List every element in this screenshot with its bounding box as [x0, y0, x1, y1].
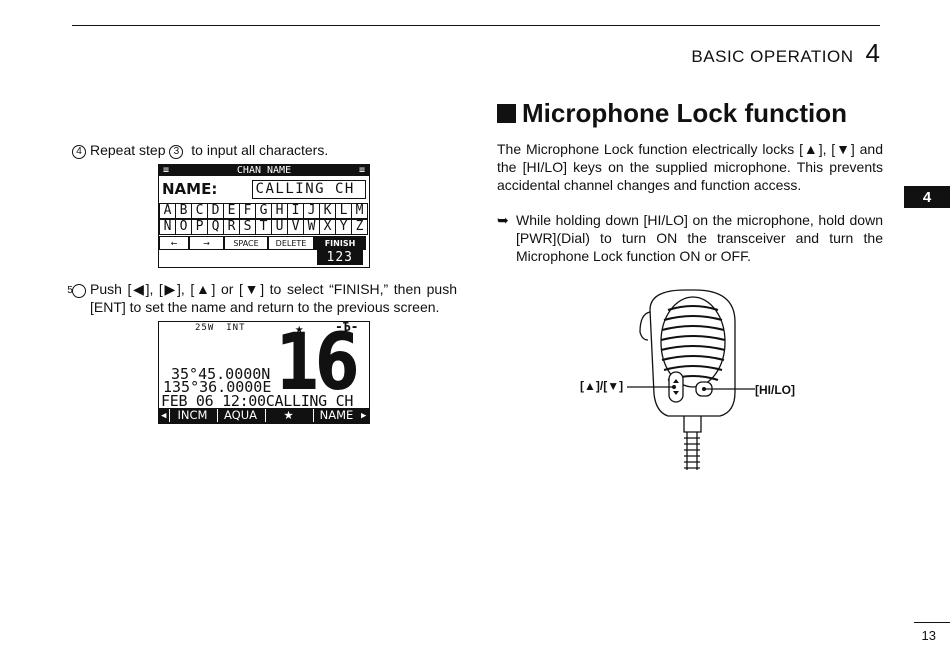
char-key: B	[175, 203, 192, 219]
step-number: 5	[67, 284, 86, 298]
left-arrow-key: ←	[159, 236, 189, 250]
char-key: R	[223, 219, 240, 235]
char-key: M	[351, 203, 368, 219]
char-key: L	[335, 203, 352, 219]
soft-key-bar: ◀ INCM AQUA ★ NAME ▶	[159, 408, 369, 423]
char-key: Z	[351, 219, 368, 235]
char-key: Q	[207, 219, 224, 235]
step-number: 4	[72, 145, 86, 159]
microphone-illustration	[627, 289, 755, 470]
up-down-keys-label: [▲]/[▼]	[580, 379, 624, 393]
section-heading: Microphone Lock function	[497, 98, 847, 129]
char-key: N	[159, 219, 176, 235]
chapter-tab: 4	[904, 186, 950, 208]
hi-lo-key-label: [HI/LO]	[755, 383, 795, 397]
longitude: 135°36.0000E	[163, 378, 272, 396]
menu-icon: ≡	[163, 165, 170, 176]
char-key: W	[303, 219, 320, 235]
name-row: NAME: CALLING CH	[159, 176, 369, 202]
char-key: O	[175, 219, 192, 235]
section-title: BASIC OPERATION	[691, 47, 854, 66]
status-row: 25W INT	[195, 323, 258, 333]
channel-mode: INT	[226, 323, 246, 333]
name-label: NAME:	[162, 180, 218, 198]
right-arrow-key: →	[189, 236, 224, 250]
incm-key: INCM	[169, 409, 215, 422]
heading-text: Microphone Lock function	[522, 98, 847, 128]
char-key: D	[207, 203, 224, 219]
heading-square-icon	[497, 104, 516, 123]
char-key: Y	[335, 219, 352, 235]
date-time-channel-name: FEB 06 12:00CALLING CH	[161, 392, 354, 410]
page-number-rule	[914, 622, 950, 623]
char-key: X	[319, 219, 336, 235]
char-key: I	[287, 203, 304, 219]
name-field: CALLING CH	[251, 179, 366, 199]
aqua-key: AQUA	[217, 409, 263, 422]
favorite-star-icon: ★	[295, 321, 304, 337]
dualwatch-icon: -Ѣ-	[335, 320, 359, 335]
char-key: S	[239, 219, 256, 235]
section-header: BASIC OPERATION 4	[691, 38, 880, 69]
char-key: K	[319, 203, 336, 219]
char-key: T	[255, 219, 272, 235]
channel-number: 16	[275, 318, 360, 408]
screen-title: CHAN NAME	[236, 165, 292, 176]
instruction-bullet: ➥ While holding down [HI/LO] on the micr…	[497, 212, 883, 264]
char-key: H	[271, 203, 288, 219]
favorite-key: ★	[265, 409, 311, 422]
step-ref: 3	[169, 145, 184, 159]
finish-key: FINISH	[314, 236, 366, 250]
char-key: E	[223, 203, 240, 219]
char-mode-indicator: 123	[316, 250, 363, 265]
char-key: G	[255, 203, 272, 219]
name-key: NAME	[313, 409, 359, 422]
soft-key-row: ← → SPACE DELETE FINISH	[159, 236, 369, 250]
scroll-left-icon: ◀	[161, 410, 167, 421]
power-indicator: 25W	[195, 323, 215, 333]
char-key: P	[191, 219, 208, 235]
latitude: 35°45.0000N	[171, 365, 271, 383]
arrow-bullet-icon: ➥	[497, 212, 509, 228]
char-key: U	[271, 219, 288, 235]
scroll-right-icon: ▶	[361, 410, 367, 421]
menu-icon: ≡	[358, 165, 365, 176]
char-key: F	[239, 203, 256, 219]
top-rule	[72, 25, 880, 26]
char-key: A	[159, 203, 176, 219]
screen-title-bar: ≡ CHAN NAME ≡	[159, 165, 369, 176]
delete-key: DELETE	[268, 236, 314, 250]
char-key: C	[191, 203, 208, 219]
main-screen: 25W INT ★ -Ѣ- 16 35°45.0000N 135°36.0000E…	[158, 318, 370, 424]
page-number: 13	[921, 628, 936, 643]
intro-paragraph: The Microphone Lock function electricall…	[497, 141, 883, 193]
char-key: J	[303, 203, 320, 219]
char-key: V	[287, 219, 304, 235]
space-key: SPACE	[224, 236, 268, 250]
section-number: 4	[865, 38, 880, 68]
